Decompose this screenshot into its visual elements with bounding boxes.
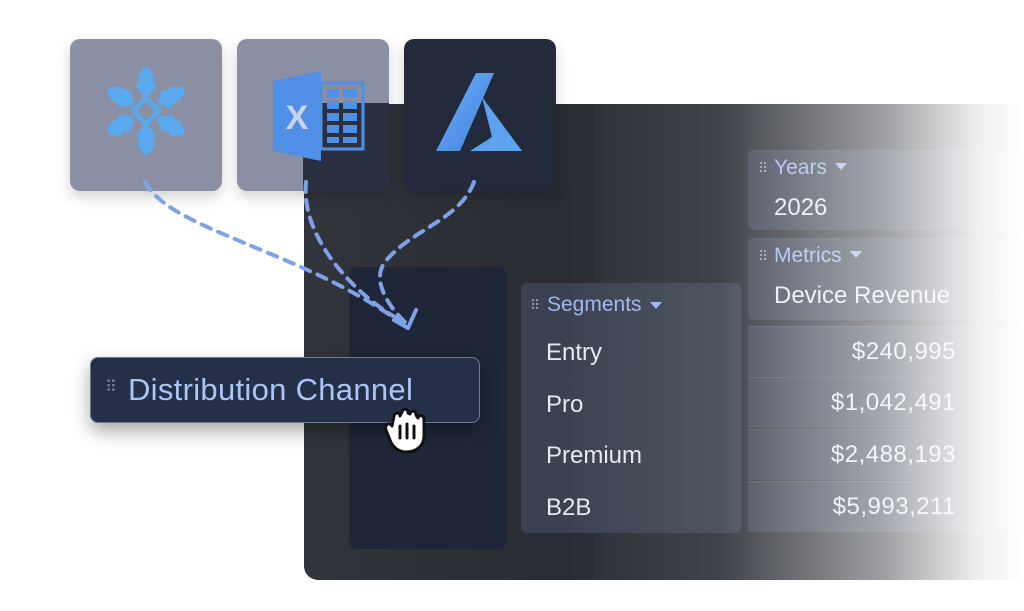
drag-handle-icon[interactable]: ⠿ — [530, 297, 541, 313]
excel-icon: X — [273, 71, 365, 161]
dragged-field-chip[interactable]: ⠿ Distribution Channel — [90, 357, 480, 423]
azure-source-tile[interactable] — [404, 39, 556, 191]
azure-icon — [436, 73, 522, 151]
drag-handle-icon[interactable]: ⠿ — [105, 379, 117, 396]
snowflake-source-tile[interactable] — [70, 39, 222, 191]
grab-hand-cursor-icon — [384, 407, 426, 454]
snowflake-icon — [102, 67, 190, 155]
arrowhead-icon — [392, 308, 418, 330]
excel-letter: X — [286, 99, 309, 137]
dragged-field-label: Distribution Channel — [128, 372, 414, 407]
excel-source-tile[interactable]: X — [237, 39, 389, 191]
